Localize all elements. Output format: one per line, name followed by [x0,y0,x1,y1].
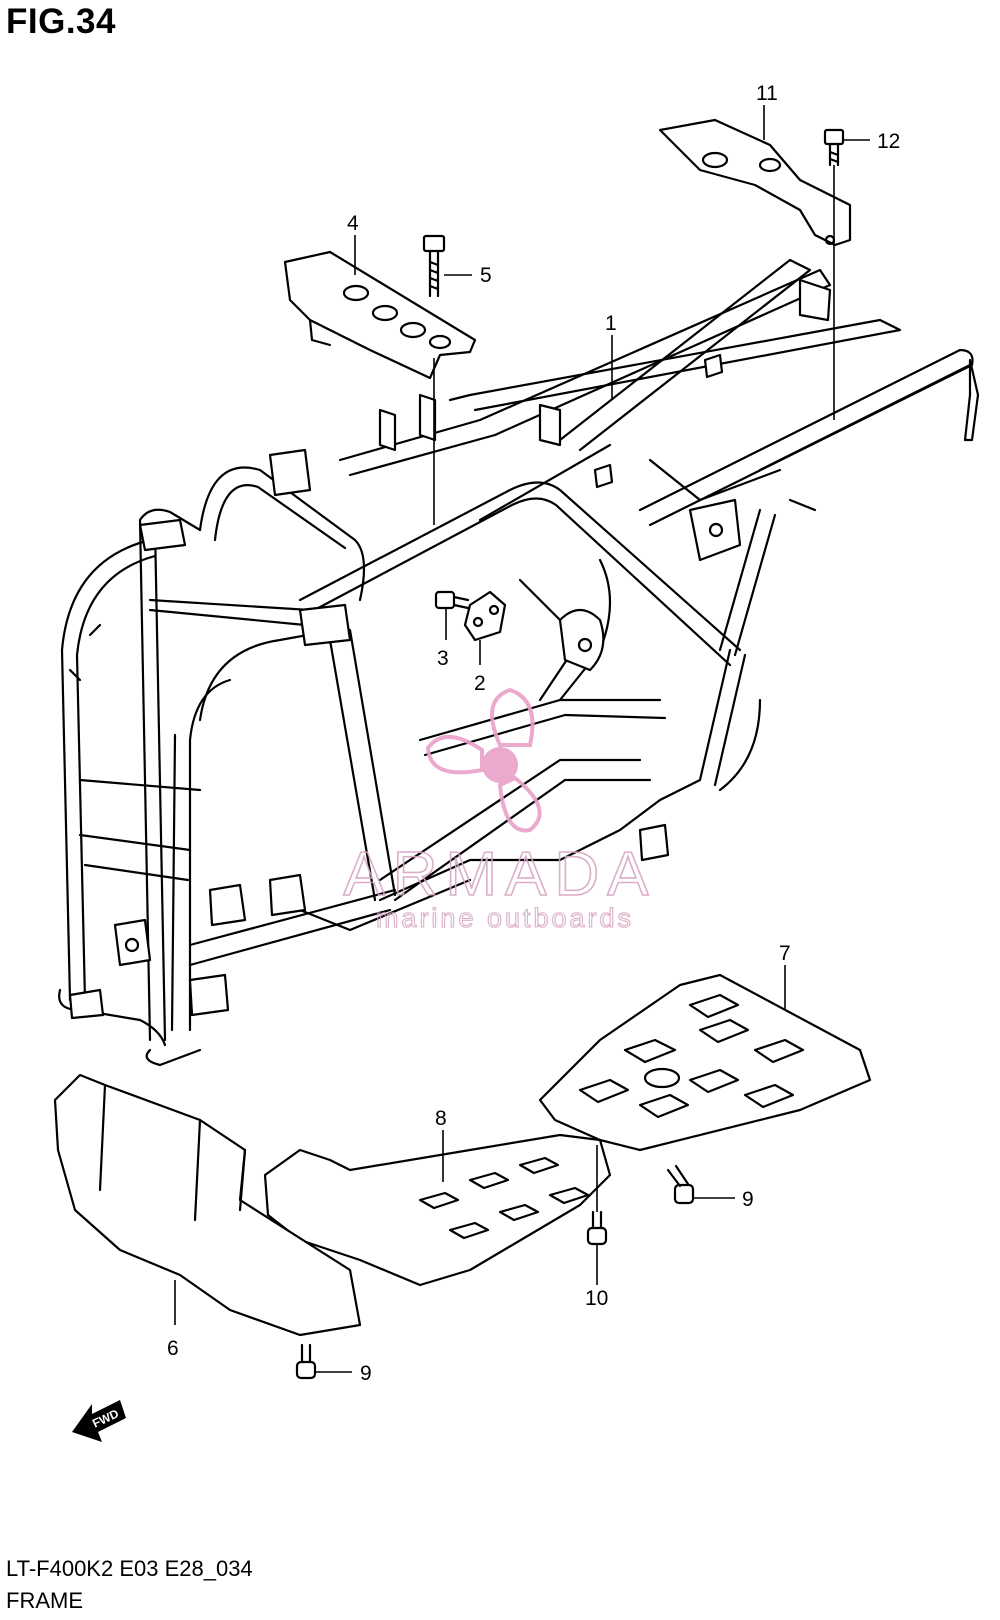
callout-6: 6 [167,1337,179,1360]
bracket-plate-2 [463,590,507,642]
center-skid-plate [263,1133,612,1287]
callout-4: 4 [347,212,359,235]
bolt-9-rear [666,1164,695,1205]
watermark-brand: ARMADA [343,840,656,909]
callout-3: 3 [437,647,449,670]
callout-7: 7 [779,942,791,965]
rear-plate [658,118,852,247]
callout-1: 1 [605,312,617,335]
propeller-blade-icon [490,687,535,747]
callout-2: 2 [474,672,486,695]
callout-11: 11 [756,82,778,105]
watermark-logo: ARMADA marine outboards [343,687,656,934]
figure-title: FIG.34 [6,2,116,41]
bolt-9-front [295,1343,317,1380]
bolt-10 [586,1210,608,1246]
bolt-3 [434,590,470,610]
leader-lines [174,105,870,1373]
front-guard [53,1073,362,1337]
section-name: FRAME [6,1588,83,1613]
battery-plate [283,250,477,380]
rear-skid-plate [538,973,872,1152]
frame-assembly [58,258,980,1067]
model-code: LT-F400K2 E03 E28_034 [6,1556,253,1581]
callout-8: 8 [435,1107,447,1130]
callout-9-front: 9 [360,1362,372,1385]
bolt-12 [823,128,845,167]
propeller-hub-icon [482,747,518,783]
fwd-direction-marker: FWD [72,1400,126,1442]
arrow-icon [72,1400,126,1442]
callout-9-rear: 9 [742,1188,754,1211]
watermark-tagline: marine outboards [376,903,634,933]
callout-5: 5 [480,264,492,287]
bolt-5 [422,234,446,298]
callout-10: 10 [585,1287,608,1310]
callout-12: 12 [877,130,900,153]
